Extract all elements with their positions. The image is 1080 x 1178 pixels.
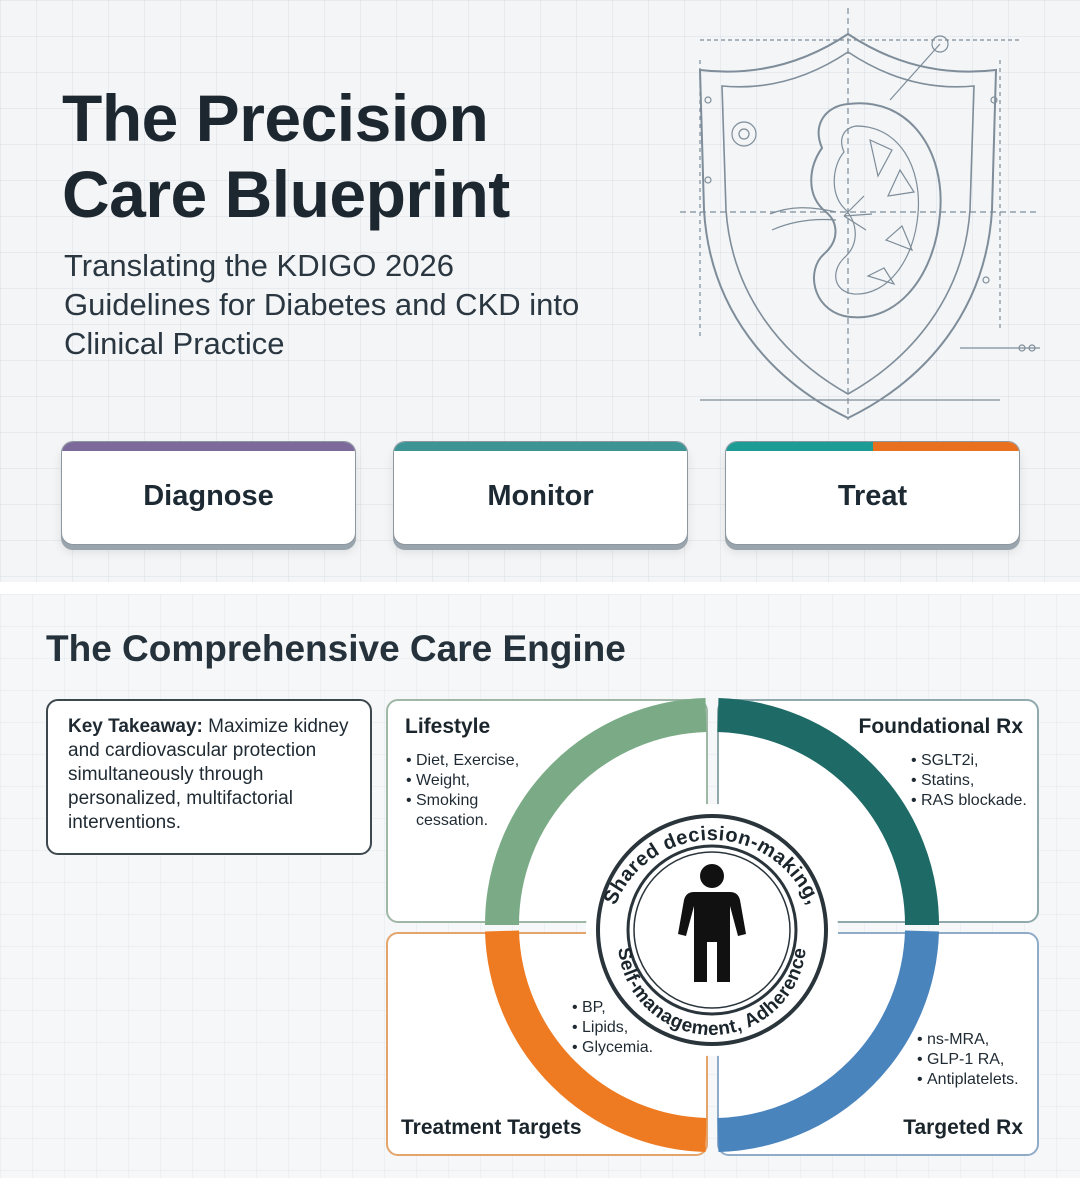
- section-title: The Comprehensive Care Engine: [46, 628, 626, 669]
- list-item: RAS blockade.: [911, 791, 1037, 811]
- treatment-targets-arc: [485, 930, 707, 1152]
- foundational-rx-title: Foundational Rx: [858, 715, 1024, 738]
- key-takeaway-box: Key Takeaway: Maximize kidney and cardio…: [46, 699, 372, 855]
- list-item: BP,: [572, 998, 682, 1018]
- targeted-rx-arc: [717, 930, 939, 1152]
- treatment-targets-list: BP, Lipids, Glycemia.: [572, 998, 682, 1058]
- care-engine-panel: The Comprehensive Care Engine Key Takeaw…: [0, 594, 1080, 1178]
- targeted-rx-list: ns-MRA, GLP-1 RA, Antiplatelets.: [917, 1030, 1037, 1090]
- kidney-shield-icon: [680, 8, 1040, 420]
- list-item: Weight,: [406, 771, 536, 791]
- lifestyle-list: Diet, Exercise, Weight, Smoking cessatio…: [406, 751, 536, 831]
- list-item: Antiplatelets.: [917, 1070, 1037, 1090]
- treatment-targets-title: Treatment Targets: [401, 1116, 582, 1139]
- list-item: Diet, Exercise,: [406, 751, 536, 771]
- list-item: SGLT2i,: [911, 751, 1037, 771]
- care-engine-diagram: Shared decision-making, Self-management,…: [485, 698, 939, 1152]
- list-item: Lipids,: [572, 1018, 682, 1038]
- page-title: The Precision Care Blueprint: [62, 81, 510, 231]
- person-icon: [678, 864, 746, 982]
- treat-button[interactable]: Treat: [725, 441, 1020, 545]
- lifestyle-arc: [485, 698, 707, 926]
- lifestyle-title: Lifestyle: [405, 715, 491, 738]
- takeaway-text: Maximize kidney and cardiovascular prote…: [68, 716, 349, 833]
- targeted-rx-title: Targeted Rx: [903, 1116, 1023, 1139]
- foundational-rx-arc: [717, 698, 939, 926]
- diagnose-button[interactable]: Diagnose: [61, 441, 356, 545]
- list-item: ns-MRA,: [917, 1030, 1037, 1050]
- list-item: GLP-1 RA,: [917, 1050, 1037, 1070]
- list-item: Smoking cessation.: [406, 791, 536, 831]
- page-subtitle: Translating the KDIGO 2026 Guidelines fo…: [64, 248, 580, 361]
- list-item: Statins,: [911, 771, 1037, 791]
- takeaway-label: Key Takeaway:: [68, 716, 203, 737]
- monitor-button[interactable]: Monitor: [393, 441, 688, 545]
- foundational-rx-list: SGLT2i, Statins, RAS blockade.: [911, 751, 1037, 811]
- hero-panel: The Precision Care Blueprint Translating…: [0, 0, 1080, 582]
- list-item: Glycemia.: [572, 1038, 682, 1058]
